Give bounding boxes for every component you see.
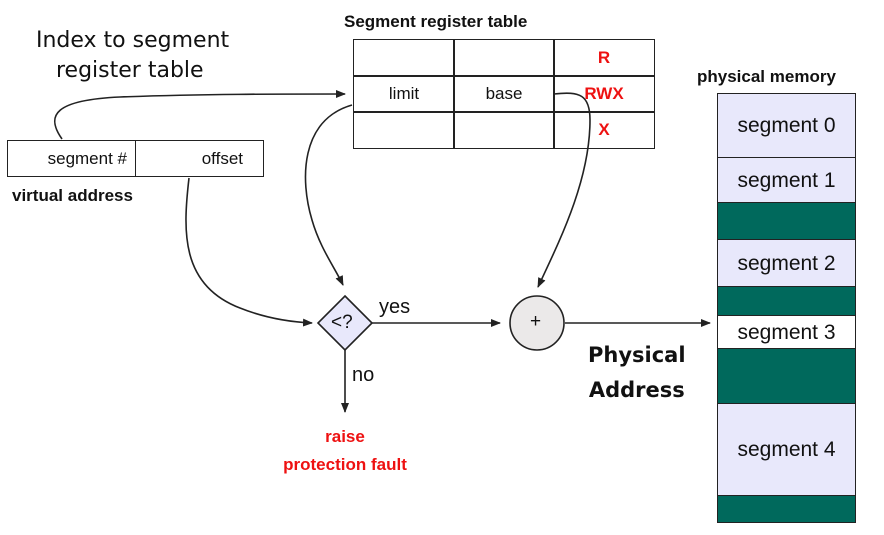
table-cell-base-1: base [453,75,555,113]
table-cell-perm-1: RWX [553,75,655,113]
limit-value: limit [388,84,420,103]
table-cell-base-0 [453,39,555,77]
compare-diamond [316,294,374,352]
physical-address-label: Physical Address [588,338,686,408]
table-cell-perm-0: R [553,39,655,77]
table-cell-base-2 [453,111,555,149]
fault-line2: protection fault [283,455,407,474]
index-annotation-line2: register table [56,58,204,83]
adder-circle [509,295,565,351]
permission-value: R [597,48,611,67]
memory-block-segment-4: segment 4 [717,403,856,497]
base-value: base [485,84,523,103]
base-arrow [537,92,591,288]
yes-label: yes [379,296,411,318]
memory-block-segment-1: segment 1 [717,157,856,204]
index-arrow [53,90,346,140]
memory-block-segment-2: segment 2 [717,239,856,288]
virtual-address-title: virtual address [12,186,133,205]
segment-number-field: segment # [7,140,136,177]
permission-value: RWX [584,84,624,103]
memory-block-segment-3: segment 3 [717,315,856,350]
memory-block-label: segment 3 [737,320,836,344]
physical-address-line2: Address [588,378,685,402]
table-cell-limit-0 [353,39,455,77]
protection-fault-text: raise protection fault [250,423,440,479]
adder-symbol: + [530,311,542,332]
memory-block-free [717,202,856,241]
segment-number-label: segment # [47,148,127,168]
memory-block-free [717,348,856,405]
compare-symbol: <? [331,312,353,333]
memory-block-free [717,495,856,523]
no-label: no [352,364,375,386]
memory-block-label: segment 0 [737,114,836,137]
table-cell-limit-2 [353,111,455,149]
limit-arrow [304,104,353,286]
memory-block-label: segment 2 [737,251,836,275]
fault-line1: raise [325,427,365,446]
memory-block-segment-0: segment 0 [717,93,856,159]
physical-address-line1: Physical [588,343,686,367]
offset-field: offset [135,140,264,177]
offset-label: offset [201,148,243,168]
segment-table-title: Segment register table [344,12,528,31]
index-annotation-line1: Index to segment [36,28,230,53]
memory-block-label: segment 1 [737,168,836,192]
memory-block-free [717,286,856,317]
table-cell-perm-2: X [553,111,655,149]
offset-arrow [185,177,313,327]
permission-value: X [598,120,610,139]
index-annotation: Index to segment register table [36,26,229,86]
physical-memory-title: physical memory [697,67,836,86]
memory-block-label: segment 4 [737,438,836,461]
table-cell-limit-1: limit [353,75,455,113]
